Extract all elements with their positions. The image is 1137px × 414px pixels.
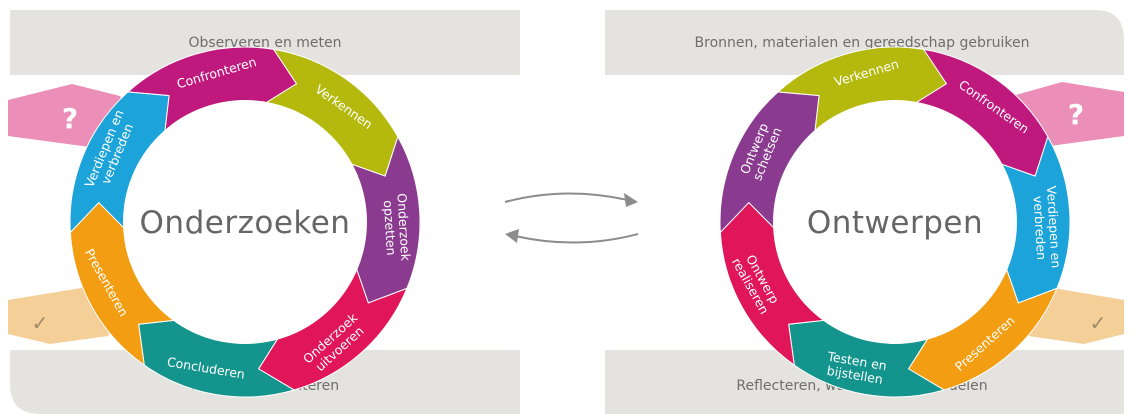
cycle-segment-label: Testen enbijstellen <box>823 349 888 388</box>
cycle-onderzoeken-center <box>123 100 367 344</box>
arrow-left-head <box>505 229 519 243</box>
bar-top-left-label: Observeren en meten <box>188 35 341 51</box>
bar-top-right <box>605 10 1124 75</box>
cycle-ontwerpen-center <box>773 100 1017 344</box>
cycle-segment-label: Onderzoekopzetten <box>380 193 413 263</box>
question-mark-icon: ? <box>62 102 78 135</box>
question-mark-icon: ? <box>1068 98 1084 131</box>
arrow-right-icon <box>504 192 629 203</box>
cycle-onderzoeken-title: Onderzoeken <box>140 205 351 241</box>
exchange-arrows <box>504 192 639 244</box>
bar-top-right-label: Bronnen, materialen en gereedschap gebru… <box>695 35 1030 51</box>
arrow-left-icon <box>514 233 639 244</box>
checkmark-icon: ✓ <box>1090 311 1107 335</box>
checkmark-icon: ✓ <box>32 311 49 335</box>
cycle-segment-label: Verdiepen enverbreden <box>1030 185 1064 269</box>
bar-top-left <box>10 10 520 75</box>
arrow-right-head <box>624 193 638 207</box>
cycle-ontwerpen-title: Ontwerpen <box>807 205 983 241</box>
